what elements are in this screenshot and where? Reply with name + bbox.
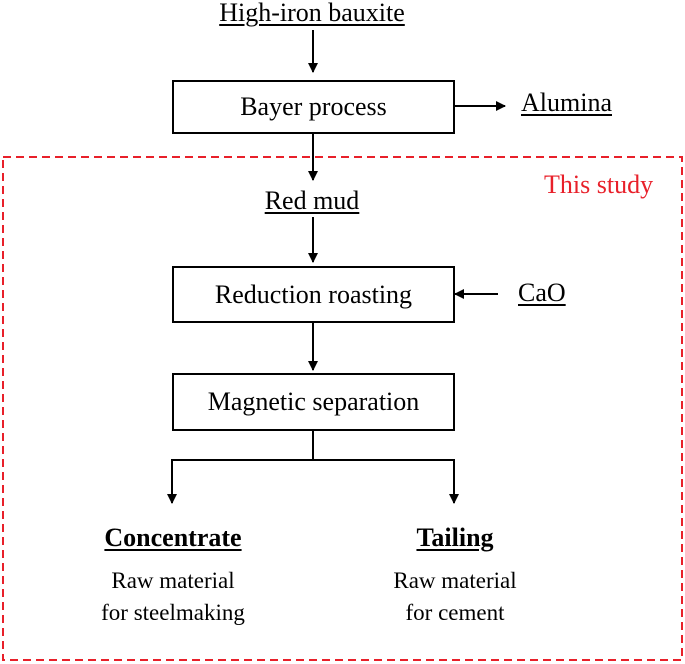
product-tailing-line1: Raw material — [393, 568, 517, 593]
study-region-label: This study — [544, 170, 654, 199]
input-high-iron-bauxite: High-iron bauxite — [219, 0, 405, 27]
reduction-roasting-label: Reduction roasting — [214, 279, 413, 309]
intermediate-red-mud: Red mud — [264, 186, 360, 215]
bayer-process-label: Bayer process — [240, 92, 387, 121]
study-region-border — [2, 156, 683, 661]
product-concentrate-line2: for steelmaking — [101, 600, 245, 625]
magnetic-separation-box: Magnetic separation — [172, 373, 455, 431]
product-concentrate-title: Concentrate — [104, 523, 242, 552]
bayer-process-box: Bayer process — [172, 80, 455, 134]
output-alumina: Alumina — [521, 88, 612, 117]
product-tailing-title: Tailing — [416, 523, 494, 552]
product-concentrate-line1: Raw material — [111, 568, 235, 593]
reduction-roasting-box: Reduction roasting — [172, 266, 455, 323]
product-tailing-line2: for cement — [405, 600, 505, 625]
input-cao: CaO — [518, 278, 566, 307]
magnetic-separation-label: Magnetic separation — [207, 387, 420, 416]
